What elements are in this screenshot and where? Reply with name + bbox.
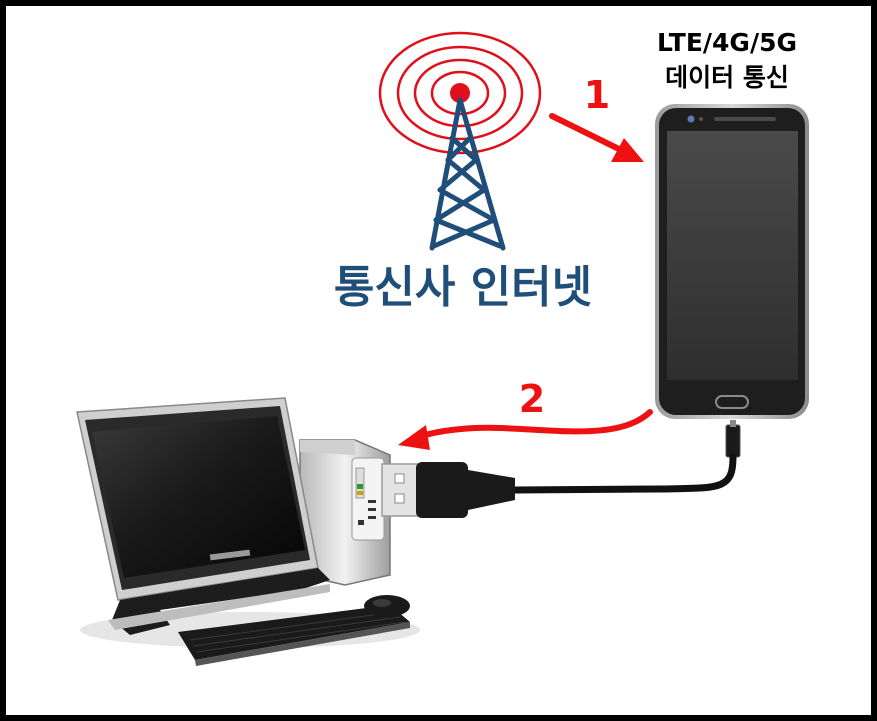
arrow-head-icon	[398, 425, 430, 450]
phone-speaker	[714, 117, 776, 121]
pc-tower	[299, 439, 391, 586]
monitor	[76, 397, 330, 635]
smartphone-icon	[655, 104, 809, 419]
mouse-icon	[364, 595, 410, 617]
cell-tower-icon: 통신사 인터넷	[334, 31, 592, 313]
step-1-number: 1	[584, 73, 610, 117]
signal-waves-icon	[378, 31, 542, 155]
front-camera-icon	[687, 115, 695, 123]
tower-label: 통신사 인터넷	[334, 262, 592, 313]
phone-label-line2: 데이터 통신	[665, 63, 789, 92]
phone-screen	[667, 131, 798, 380]
antenna-tip-icon	[450, 83, 470, 103]
home-button	[715, 395, 749, 409]
arrow-head-icon	[611, 138, 644, 162]
usb-cable	[511, 420, 741, 494]
monitor-screen	[92, 416, 305, 578]
tower-lattice-icon	[429, 97, 506, 251]
step-2-arrow	[398, 409, 653, 450]
keyboard-icon	[178, 605, 410, 666]
usb-plug-icon	[381, 462, 515, 518]
desktop-computer-icon	[76, 397, 515, 666]
step-1-arrow	[549, 113, 644, 162]
phone-label-line1: LTE/4G/5G	[657, 28, 797, 57]
step-2-number: 2	[519, 377, 545, 421]
